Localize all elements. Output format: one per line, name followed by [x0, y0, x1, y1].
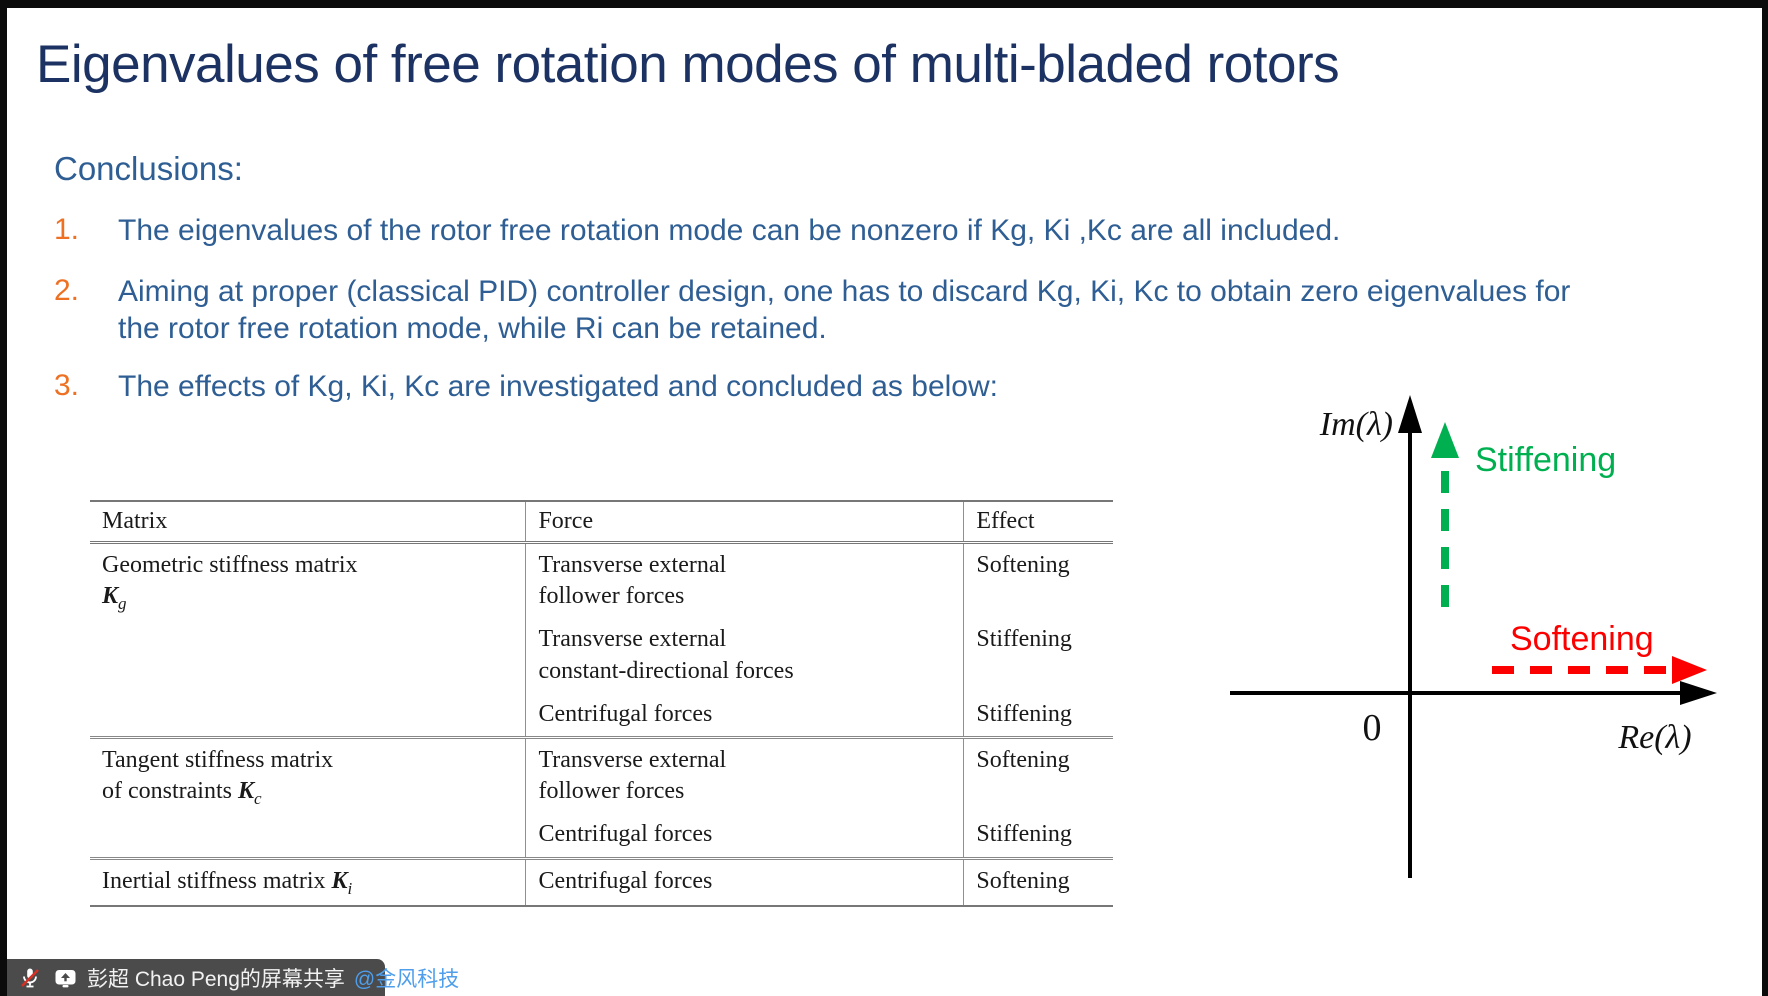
effect-cell: Stiffening: [963, 813, 1113, 858]
matrix-symbol: K: [237, 778, 254, 805]
matrix-cell-kg: Geometric stiffness matrix Kg: [90, 543, 526, 738]
matrix-name-prefix: of constraints: [102, 778, 238, 805]
header-effect: Effect: [963, 501, 1113, 544]
effects-table: Matrix Force Effect Geometric stiffness …: [90, 500, 1113, 908]
effect-cell: Softening: [963, 542, 1113, 619]
frame-right: [1762, 0, 1768, 996]
stiffening-label: Stiffening: [1475, 441, 1616, 479]
matrix-cell-kc: Tangent stiffness matrix of constraints …: [90, 735, 526, 858]
matrix-name: Inertial stiffness matrix: [102, 867, 332, 894]
y-axis-label: Im(λ): [1319, 406, 1393, 443]
eigenvalue-plane-diagram: Im(λ) Re(λ) 0 Stiffening Softening: [1230, 395, 1717, 878]
stiffening-arrowhead: [1431, 422, 1459, 458]
table-row: Tangent stiffness matrix of constraints …: [90, 735, 1113, 858]
list-number: 1.: [54, 213, 80, 246]
matrix-symbol: K: [331, 867, 348, 894]
frame-left: [0, 0, 7, 996]
force-cell: Centrifugal forces: [525, 692, 964, 738]
share-bar-text: 彭超 Chao Peng的屏幕共享: [87, 967, 345, 991]
effect-cell: Softening: [963, 856, 1113, 907]
x-axis-arrowhead: [1680, 681, 1717, 705]
matrix-symbol-sub: i: [347, 878, 353, 898]
table-row: Inertial stiffness matrix Ki Centrifugal…: [90, 856, 1113, 907]
matrix-symbol: K: [102, 583, 119, 610]
softening-arrowhead: [1672, 656, 1707, 684]
conclusion-item-3: 3. The effects of Kg, Ki, Kc are investi…: [54, 369, 1618, 406]
conclusion-item-2: 2. Aiming at proper (classical PID) cont…: [54, 274, 1618, 348]
screen-share-icon: [52, 965, 78, 991]
effect-cell: Softening: [963, 735, 1113, 814]
force-cell: Transverse external follower forces: [525, 735, 964, 814]
list-number: 3.: [54, 369, 80, 402]
force-cell: Transverse external constant-directional…: [525, 618, 964, 693]
list-number: 2.: [54, 274, 80, 307]
table-row: Geometric stiffness matrix Kg Transverse…: [90, 542, 1113, 619]
list-text: Aiming at proper (classical PID) control…: [118, 275, 1571, 345]
matrix-name: Tangent stiffness matrix: [102, 746, 334, 773]
conclusions-heading: Conclusions:: [54, 150, 243, 187]
softening-label: Softening: [1510, 620, 1654, 658]
table-row: Transverse external constant-directional…: [90, 618, 1113, 693]
frame-top: [0, 0, 1768, 8]
screen-share-bar[interactable]: 彭超 Chao Peng的屏幕共享 @金风科技: [7, 959, 459, 996]
slide-title: Eigenvalues of free rotation modes of mu…: [36, 35, 1340, 94]
matrix-symbol-sub: g: [118, 593, 127, 613]
matrix-symbol-sub: c: [254, 788, 262, 808]
table-row: Centrifugal forces Stiffening: [90, 813, 1113, 858]
header-force: Force: [525, 501, 964, 544]
origin-label: 0: [1363, 707, 1382, 749]
conclusion-item-1: 1. The eigenvalues of the rotor free rot…: [54, 213, 1618, 250]
table-row: Centrifugal forces Stiffening: [90, 692, 1113, 738]
x-axis-label: Re(λ): [1617, 719, 1691, 756]
force-cell: Transverse external follower forces: [525, 542, 964, 619]
effect-cell: Stiffening: [963, 618, 1113, 693]
effect-cell: Stiffening: [963, 692, 1113, 738]
y-axis-arrowhead: [1398, 395, 1422, 433]
matrix-name: Geometric stiffness matrix: [102, 552, 358, 578]
list-text: The eigenvalues of the rotor free rotati…: [118, 214, 1341, 247]
matrix-cell-ki: Inertial stiffness matrix Ki: [90, 856, 526, 907]
list-text: The effects of Kg, Ki, Kc are investigat…: [118, 370, 998, 403]
header-matrix: Matrix: [90, 501, 526, 544]
muted-mic-icon: [17, 965, 43, 991]
table-header-row: Matrix Force Effect: [90, 501, 1113, 544]
force-cell: Centrifugal forces: [525, 856, 964, 907]
share-bar-mention[interactable]: @金风科技: [353, 967, 460, 991]
force-cell: Centrifugal forces: [525, 813, 964, 858]
